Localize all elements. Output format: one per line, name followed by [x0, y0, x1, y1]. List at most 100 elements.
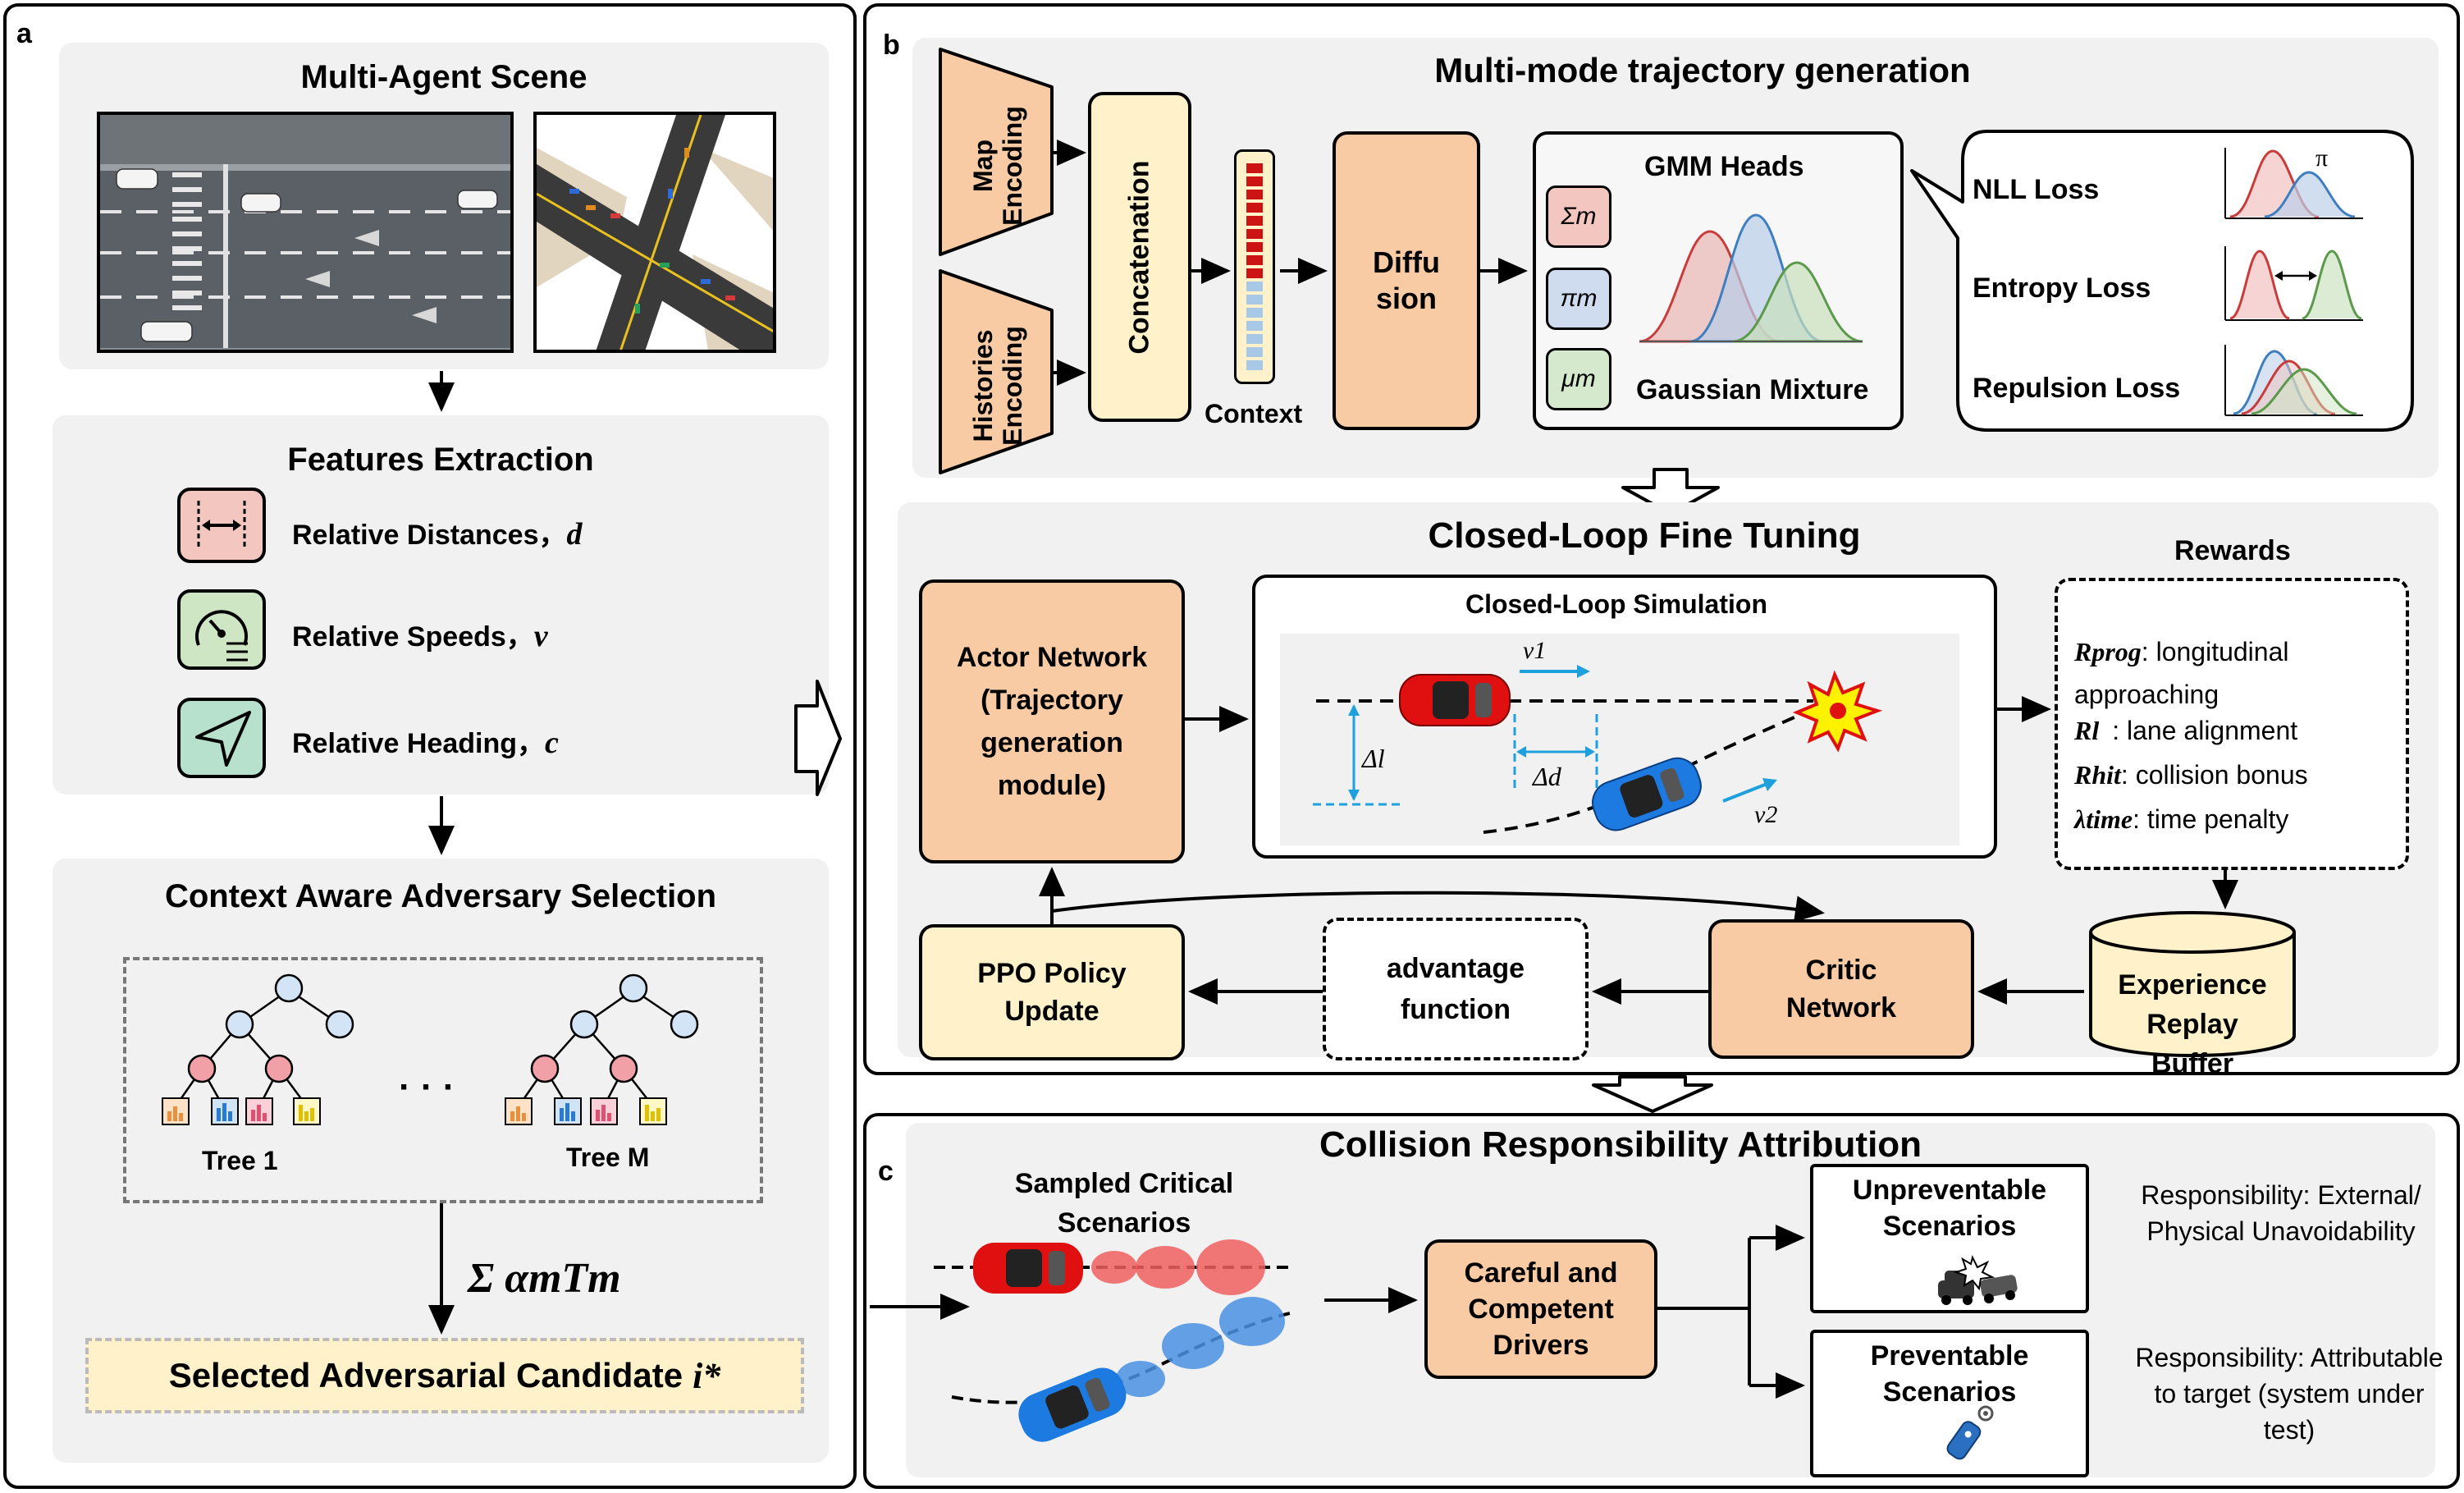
- delta-l-label: Δl: [1362, 744, 1385, 773]
- reward-prog: Rprog: longitudinal approaching: [2074, 630, 2402, 716]
- replay-buffer-label: Experience Replay Buffer: [2118, 969, 2267, 1079]
- advantage-label: advantage function: [1386, 953, 1525, 1025]
- pi-head: πm: [1546, 268, 1611, 330]
- critic-label: Critic Network: [1785, 955, 1897, 1024]
- scene-title: Multi-Agent Scene: [300, 59, 587, 95]
- candidate-box: Selected Adversarial Candidate i*: [85, 1338, 804, 1413]
- context-cells: [1246, 163, 1263, 370]
- blue-car: [1592, 757, 1702, 831]
- mm-title: Multi-mode trajectory generation: [1434, 51, 1971, 89]
- careful-drivers-box: Careful and Competent Drivers: [1424, 1239, 1657, 1379]
- weighted-sum-text: Σ αmTm: [468, 1255, 621, 1302]
- gmm-heads-label: GMM Heads: [1644, 151, 1804, 182]
- pi-label: πm: [1560, 285, 1598, 312]
- v1-label: v1: [1523, 637, 1547, 664]
- actor-network-label: Actor Network (Trajectory generation mod…: [956, 642, 1148, 801]
- actor-network-box: Actor Network (Trajectory generation mod…: [919, 579, 1185, 863]
- careful-drivers-label: Careful and Competent Drivers: [1464, 1257, 1618, 1361]
- reward-hit: Rhit: collision bonus: [2074, 760, 2402, 790]
- panel-c-letter: c: [878, 1156, 894, 1187]
- reward-hit-symbol: Rhit: [2074, 760, 2121, 790]
- sigma-label: Σm: [1561, 203, 1597, 230]
- c-title: Collision Responsibility Attribution: [1319, 1124, 1922, 1165]
- tree-dots: · · ·: [399, 1067, 455, 1107]
- delta-d-label: Δd: [1533, 762, 1561, 791]
- reward-lane-symbol: Rl: [2074, 716, 2100, 745]
- intersection-map-drawing: [537, 115, 773, 350]
- tree-m-label: Tree M: [566, 1143, 650, 1172]
- reward-prog-text: : longitudinal approaching: [2074, 637, 2289, 709]
- advantage-box: advantage function: [1323, 918, 1589, 1060]
- speed-icon-drawing: [195, 610, 248, 662]
- mu-head: μm: [1546, 348, 1611, 410]
- pi-symbol: π: [2315, 144, 2329, 172]
- distance-icon-drawing: [197, 501, 246, 550]
- panel-b-letter: b: [883, 30, 900, 61]
- c-area: [906, 1123, 2435, 1477]
- sigma-head: Σm: [1546, 185, 1611, 248]
- ppo-label: PPO Policy Update: [977, 958, 1127, 1027]
- intersection-map: [533, 112, 776, 353]
- cl-title: Closed-Loop Fine Tuning: [1428, 515, 1861, 556]
- gaussian-mixture-label: Gaussian Mixture: [1636, 374, 1869, 405]
- feature-distances-label: Relative Distances，: [292, 520, 567, 551]
- v2-label: v2: [1754, 801, 1778, 828]
- distance-icon: [177, 488, 266, 563]
- red-car: [1399, 674, 1511, 726]
- critic-box: Critic Network: [1708, 919, 1974, 1059]
- features-title: Features Extraction: [287, 442, 594, 478]
- reward-time-text: : time penalty: [2133, 804, 2289, 834]
- panel-a-letter: a: [16, 18, 32, 49]
- reward-lane-text: : lane alignment: [2112, 716, 2298, 745]
- context-label: Context: [1205, 399, 1303, 428]
- feature-heading-symbol: c: [544, 726, 559, 760]
- feature-speeds-symbol: v: [533, 619, 548, 653]
- simulation-title: Closed-Loop Simulation: [1465, 589, 1767, 619]
- reward-time-symbol: λtime: [2074, 804, 2133, 834]
- responsibility-1: Responsibility: External/ Physical Unavo…: [2141, 1180, 2421, 1246]
- diffusion-label: Diffu sion: [1373, 245, 1440, 315]
- reward-prog-symbol: Rprog: [2074, 637, 2142, 666]
- heading-icon: [177, 698, 266, 778]
- feature-speeds-label: Relative Speeds，: [292, 621, 534, 653]
- entropy-loss-label: Entropy Loss: [1973, 272, 2151, 304]
- selection-title: Context Aware Adversary Selection: [164, 878, 717, 914]
- responsibility-2: Responsibility: Attributable to target (…: [2135, 1343, 2443, 1445]
- feature-distances-symbol: d: [566, 517, 583, 552]
- feature-distances: Relative Distances，d: [292, 512, 583, 552]
- forest-box: [123, 957, 763, 1203]
- nll-loss-label: NLL Loss: [1973, 174, 2100, 205]
- collision-burst: [1792, 670, 1883, 753]
- panel-b: [863, 3, 2460, 1075]
- panel-a: [3, 3, 857, 1489]
- heading-icon-drawing: [195, 711, 251, 767]
- sampled-red-car: [973, 1243, 1083, 1294]
- rewards-box: [2055, 578, 2409, 870]
- preventable-label: Preventable Scenarios: [1870, 1340, 2029, 1408]
- reward-hit-text: : collision bonus: [2120, 760, 2308, 790]
- weighted-sum-formula: Σ αmTm: [468, 1254, 621, 1303]
- diffusion-box: Diffu sion: [1333, 131, 1480, 430]
- feature-speeds: Relative Speeds，v: [292, 614, 548, 654]
- candidate-label: Selected Adversarial Candidate: [168, 1356, 683, 1395]
- sampled-blue-car: [1018, 1367, 1127, 1442]
- aerial-photo: [97, 112, 514, 353]
- feature-heading-label: Relative Heading，: [292, 728, 545, 759]
- ppo-box: PPO Policy Update: [919, 924, 1185, 1060]
- tree-1-label: Tree 1: [202, 1146, 278, 1175]
- aerial-photo-drawing: [100, 115, 510, 350]
